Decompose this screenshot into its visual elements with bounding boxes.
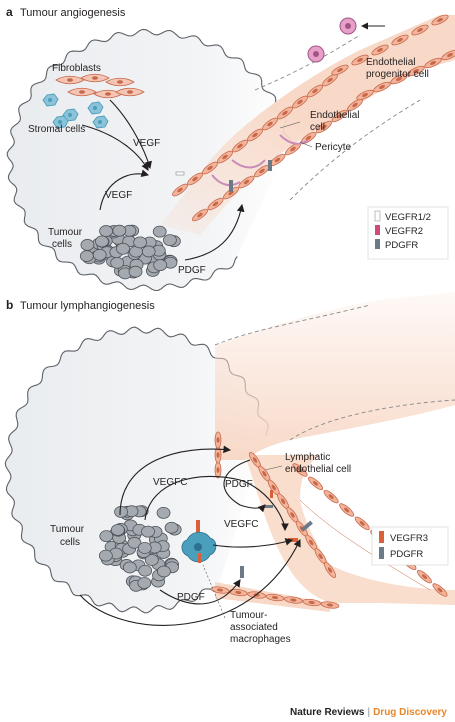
label-pdgf-a: PDGF (178, 265, 206, 276)
stromal-cells (42, 93, 109, 129)
tumour-cells-cluster-a (79, 224, 181, 280)
lymphatic-endothelial-cells (210, 431, 448, 609)
label-epc-2: progenitor cell (366, 69, 429, 80)
label-epc-1: Endothelial (366, 57, 415, 68)
panel-a: a Tumour angiogenesis (6, 5, 455, 292)
legend-swatch-vegfr2 (375, 225, 380, 235)
label-pdgf-b-bottom: PDGF (177, 592, 205, 603)
label-vegfc-left: VEGFC (153, 477, 187, 488)
tumour-associated-macrophage (181, 520, 217, 563)
label-tam-3: macrophages (230, 634, 291, 645)
legend-pdgfr-b: PDGFR (390, 549, 423, 560)
legend-pdgfr-a: PDGFR (385, 240, 418, 251)
label-vegf-bottom: VEGF (105, 190, 132, 201)
arrows-a (81, 99, 245, 261)
pericytes (211, 134, 309, 187)
label-pericyte: Pericyte (315, 142, 352, 153)
label-tumour: Tumour (48, 227, 83, 238)
credit-separator: | (367, 707, 371, 718)
tumour-cells-cluster-b (98, 505, 182, 592)
label-tumour-cells: cells (52, 239, 72, 250)
legend-b: VEGFR3 PDGFR (371, 526, 449, 566)
legend-swatch-vegfr3 (379, 531, 384, 543)
panel-b: b Tumour lymphangiogenesis (4, 292, 455, 645)
credit-section: Drug Discovery (373, 707, 447, 718)
label-tam-1: Tumour- (230, 610, 267, 621)
legend-vegfr12: VEGFR1/2 (385, 212, 431, 223)
legend-vegfr3: VEGFR3 (390, 533, 428, 544)
label-stromal-cells: Stromal cells (28, 124, 85, 135)
label-endothelial-cell: cell (310, 122, 325, 133)
panel-a-letter: a (6, 5, 13, 19)
label-vegfc-right: VEGFC (224, 519, 258, 530)
label-tam-2: associated (230, 622, 278, 633)
label-vegf-top: VEGF (133, 138, 160, 149)
panel-a-title: Tumour angiogenesis (20, 7, 126, 19)
label-tumour-b: Tumour (50, 524, 85, 535)
endothelial-progenitor-cells (307, 17, 385, 63)
label-lymphatic-ec: endothelial cell (285, 464, 351, 475)
panel-b-letter: b (6, 298, 13, 312)
arrows-b (79, 445, 301, 626)
label-pdgf-b-top: PDGF (225, 479, 253, 490)
legend-a: VEGFR1/2 VEGFR2 PDGFR (367, 206, 449, 260)
panel-b-title: Tumour lymphangiogenesis (20, 300, 155, 312)
legend-vegfr2: VEGFR2 (385, 226, 423, 237)
legend-swatch-pdgfr-b (379, 547, 384, 559)
label-fibroblasts: Fibroblasts (52, 63, 101, 74)
endothelial-cells-a (172, 14, 455, 222)
legend-swatch-pdgfr-a (375, 239, 380, 249)
fibroblasts (55, 73, 145, 99)
blood-vessel (160, 15, 455, 235)
label-tumour-cells-b: cells (60, 537, 80, 548)
legend-swatch-vegfr12 (374, 210, 381, 222)
figure-credit: Nature Reviews|Drug Discovery (290, 707, 447, 718)
label-lymphatic: Lymphatic (285, 452, 330, 463)
credit-journal: Nature Reviews (289, 707, 365, 718)
receptors-a (175, 160, 272, 192)
label-endothelial: Endothelial (310, 110, 359, 121)
